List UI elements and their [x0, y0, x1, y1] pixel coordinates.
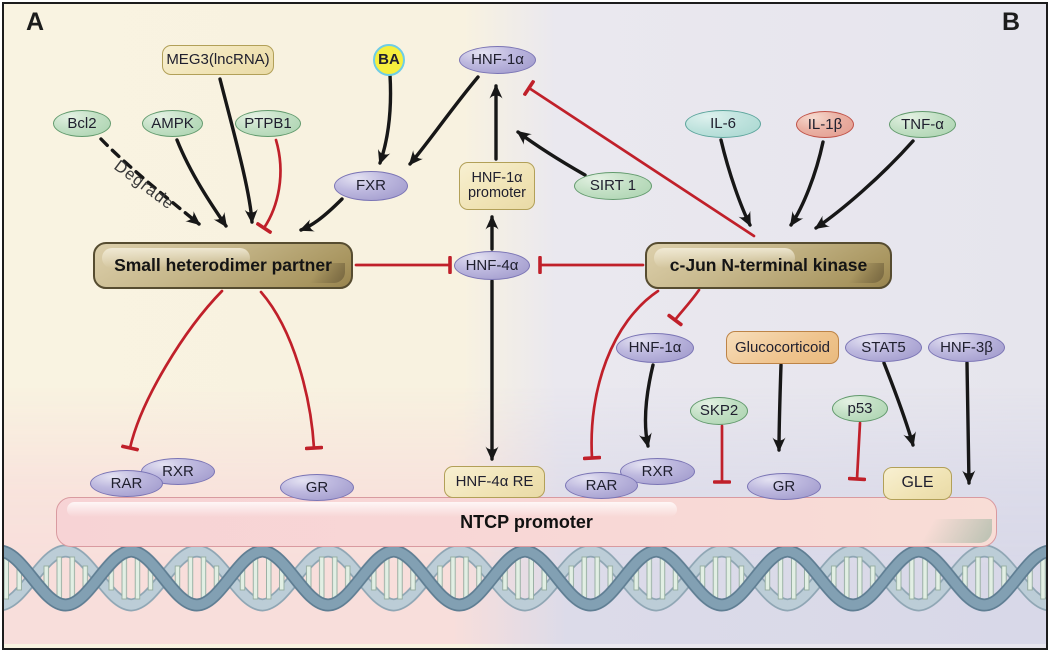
node-rar-a: RAR: [90, 470, 163, 497]
node-p53: p53: [832, 395, 888, 422]
node-shp: Small heterodimer partner: [93, 242, 353, 289]
node-hnf1a-top: HNF-1α: [459, 46, 536, 74]
panel-b-label: B: [1002, 8, 1021, 36]
node-rar-b: RAR: [565, 472, 638, 499]
node-il6: IL-6: [685, 110, 761, 138]
node-fxr: FXR: [334, 171, 408, 201]
node-gr-b: GR: [747, 473, 821, 500]
ntcp-promoter-bar: NTCP promoter: [56, 497, 997, 547]
node-jnk: c-Jun N-terminal kinase: [645, 242, 892, 289]
node-hnf1a-promoter: HNF-1α promoter: [459, 162, 535, 210]
node-meg3: MEG3(lncRNA): [162, 45, 274, 75]
node-skp2: SKP2: [690, 397, 748, 425]
node-stat5: STAT5: [845, 333, 922, 362]
node-hnf4a-re: HNF-4α RE: [444, 466, 545, 498]
node-gr-a: GR: [280, 474, 354, 501]
node-ptpb1: PTPB1: [235, 110, 301, 137]
node-hnf3b: HNF-3β: [928, 333, 1005, 362]
node-sirt1: SIRT 1: [574, 172, 652, 200]
node-ba: BA: [373, 44, 405, 76]
ntcp-promoter-label: NTCP promoter: [460, 511, 593, 532]
node-hnf1a-b: HNF-1α: [616, 333, 694, 363]
node-il1b: IL-1β: [796, 111, 854, 138]
node-bcl2: Bcl2: [53, 110, 111, 137]
node-glucocorticoid: Glucocorticoid: [726, 331, 839, 364]
node-tnfa: TNF-α: [889, 111, 956, 138]
panel-a-label: A: [26, 8, 45, 36]
node-ampk: AMPK: [142, 110, 203, 137]
node-gle: GLE: [883, 467, 952, 500]
node-hnf4a: HNF-4α: [454, 251, 530, 280]
